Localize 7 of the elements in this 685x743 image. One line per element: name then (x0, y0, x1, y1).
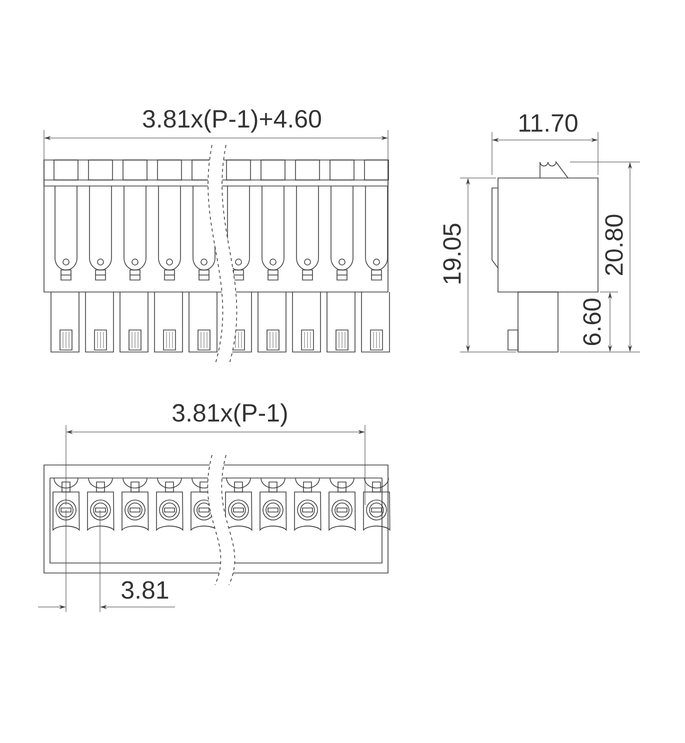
dimension-text: 3.81x(P-1) (172, 403, 287, 427)
dimension-text: 3.81 (122, 581, 168, 599)
dimension-text: 20.80 (605, 214, 623, 276)
dimension-text: 19.05 (443, 224, 461, 284)
dimension-text: 6.60 (583, 298, 601, 346)
dimension-text: 11.70 (520, 114, 578, 132)
dimension-text: 3.81x(P-1)+4.60 (142, 109, 321, 133)
